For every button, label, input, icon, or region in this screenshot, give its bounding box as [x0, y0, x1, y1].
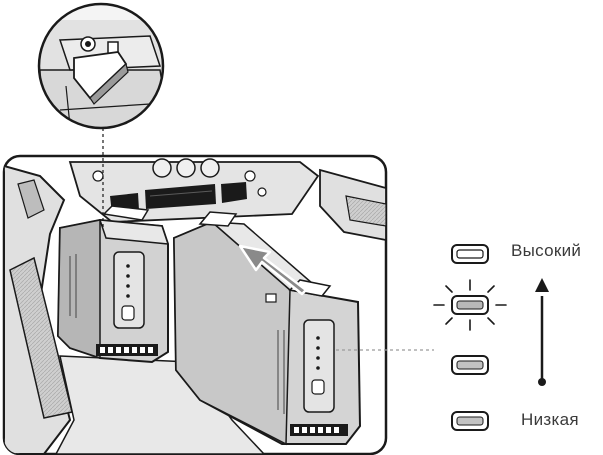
battery-level-legend — [433, 244, 549, 431]
led-indicator-solid — [451, 244, 489, 264]
battery-installed — [56, 205, 170, 364]
aircraft-illustration — [2, 154, 388, 455]
latch-detail-zoom — [37, 2, 165, 130]
legend-label-low: Низкая — [521, 410, 579, 429]
led-indicator-blinking — [433, 279, 507, 331]
insertion-arrow — [238, 244, 308, 296]
led-indicator-dim — [451, 355, 489, 375]
led-indicator-dim-low — [451, 411, 489, 431]
legend-label-high: Высокий — [511, 241, 582, 260]
level-arrow-icon — [535, 278, 549, 386]
battery-inserting — [172, 211, 362, 446]
blink-rays-icon — [433, 279, 507, 331]
